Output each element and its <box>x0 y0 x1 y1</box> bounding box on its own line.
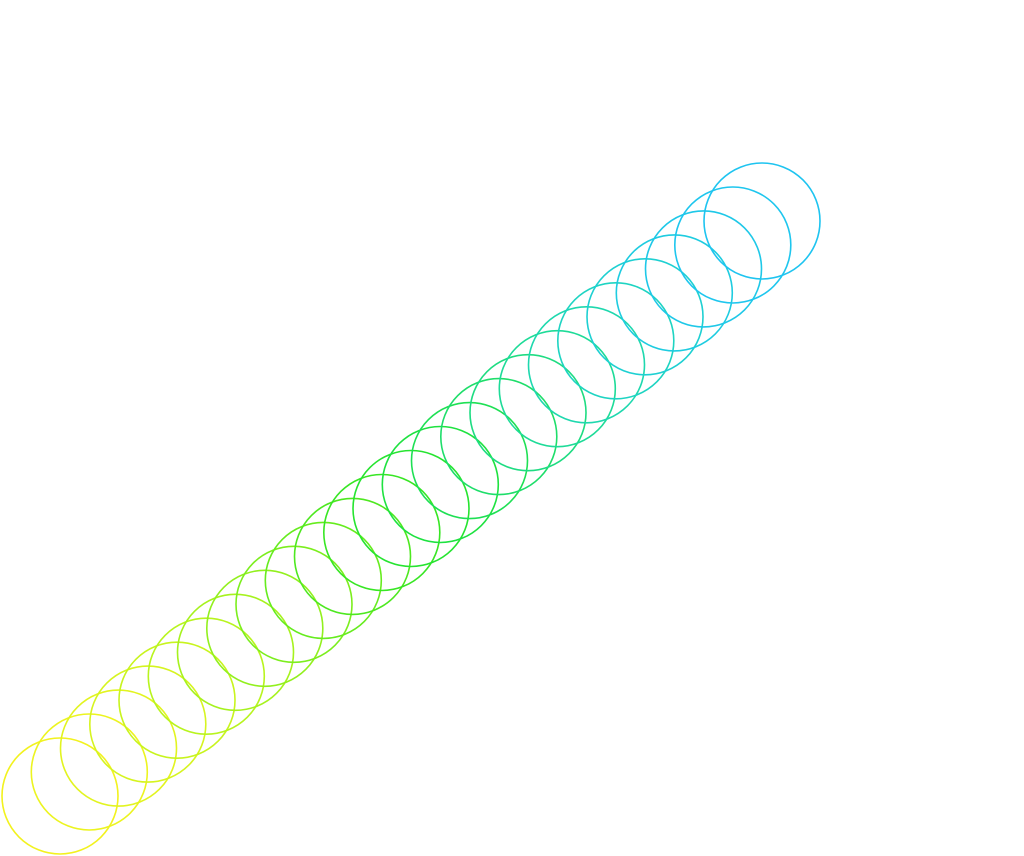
ring-circle <box>381 425 500 544</box>
ring-circle <box>498 329 617 448</box>
ring-circle <box>30 713 149 831</box>
ring-circle <box>673 186 792 304</box>
ring-circle <box>1 737 119 855</box>
ring-circle <box>118 641 236 760</box>
ring-circle <box>469 353 587 472</box>
ring-circle <box>410 401 529 520</box>
ring-circle <box>352 449 470 568</box>
ring-circle <box>264 521 383 640</box>
ring-circle <box>615 234 734 352</box>
ring-circle <box>293 497 412 616</box>
ring-circle <box>556 281 675 400</box>
ring-circle <box>235 545 353 664</box>
ring-circle <box>322 473 441 592</box>
ring-circle <box>644 210 763 328</box>
ring-circle <box>703 162 821 280</box>
ring-circle <box>147 617 266 736</box>
ring-circle <box>176 593 295 712</box>
ring-circle <box>59 689 178 807</box>
ring-circle <box>205 569 324 688</box>
ring-circle <box>89 665 207 783</box>
ring-circle <box>527 305 646 424</box>
ring-circle <box>586 257 704 376</box>
ring-circle <box>439 377 558 496</box>
